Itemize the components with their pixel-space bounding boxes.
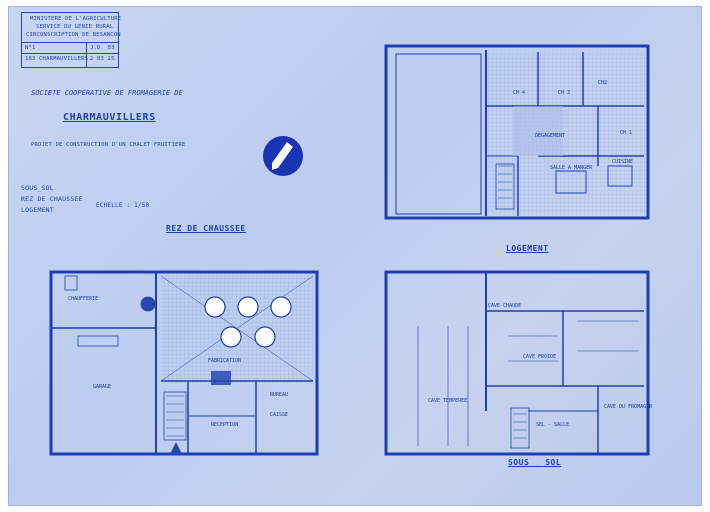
garage-label: GARAGE <box>93 384 111 390</box>
cave-temperee-label: CAVE TEMPEREE <box>428 398 467 404</box>
legend-logement: LOGEMENT <box>21 206 54 214</box>
reception-label: RECEPTION <box>211 422 238 428</box>
plan-drawings: CH 4 CH 3 CH2 CH 1 DEGAGEMENT SALLE A MA… <box>49 44 653 456</box>
degagement-label: DEGAGEMENT <box>535 133 565 139</box>
caisse-label: CAISSE <box>270 412 288 418</box>
ref-cell-c: 2 83 25 <box>90 56 115 62</box>
legend-rez-de-chaussee: REZ DE CHAUSSEE <box>21 195 83 203</box>
ground-floor-title: REZ DE CHAUSSEE <box>166 224 246 233</box>
bureau-label: BUREAU <box>270 392 288 398</box>
cave-chaude-label: CAVE CHAUDE <box>488 303 521 309</box>
housing-title: LOGEMENT <box>506 244 549 253</box>
ch3-label: CH 3 <box>558 90 570 96</box>
sel-salle-label: SEL - SALLE <box>536 422 569 428</box>
ref-cell-b: 183 CHARMAUVILLERS <box>25 56 89 62</box>
basement-plan <box>384 270 650 456</box>
scale-text: ECHELLE : 1/50 <box>96 202 150 209</box>
cuisine-label: CUISINE <box>612 159 633 165</box>
fabrication-label: FABRICATION <box>208 358 241 364</box>
project-description: PROJET DE CONSTRUCTION D'UN CHALET FRUIT… <box>31 142 186 148</box>
ref-cell-a: J.D. 03 <box>90 45 115 51</box>
salle-a-manger-label: SALLE A MANGER <box>550 165 593 171</box>
legend-sous-sol: SOUS_SOL <box>21 184 54 192</box>
circonscription-line: CIRCONSCRIPTION DE BESANCON <box>26 32 121 38</box>
ground-floor-plan <box>49 270 319 456</box>
cave-fromager-label: CAVE DU FROMAGER <box>604 404 653 410</box>
basement-title: SOUS _ SOL <box>508 458 562 467</box>
title-block: MINISTERE DE L'AGRICULTURE SERVICE DU GE… <box>21 12 122 68</box>
blueprint-sheet: MINISTERE DE L'AGRICULTURE SERVICE DU GE… <box>8 6 702 506</box>
ministry-line: MINISTERE DE L'AGRICULTURE <box>30 16 122 22</box>
ch2-label: CH2 <box>598 80 607 86</box>
housing-plan <box>384 44 650 220</box>
place-text: CHARMAUVILLERS <box>63 112 156 123</box>
ref-label: N°1 <box>25 45 36 51</box>
chaufferie-label: CHAUFFERIE <box>68 296 98 302</box>
north-arrow-icon <box>263 136 303 176</box>
ch4-label: CH 4 <box>513 90 525 96</box>
cave-froide-label: CAVE FROIDE <box>523 354 556 360</box>
service-line: SERVICE DU GENIE RURAL <box>36 24 114 30</box>
society-text: SOCIETE COOPERATIVE DE FROMAGERIE DE <box>31 89 183 97</box>
ch1-label: CH 1 <box>620 130 632 136</box>
